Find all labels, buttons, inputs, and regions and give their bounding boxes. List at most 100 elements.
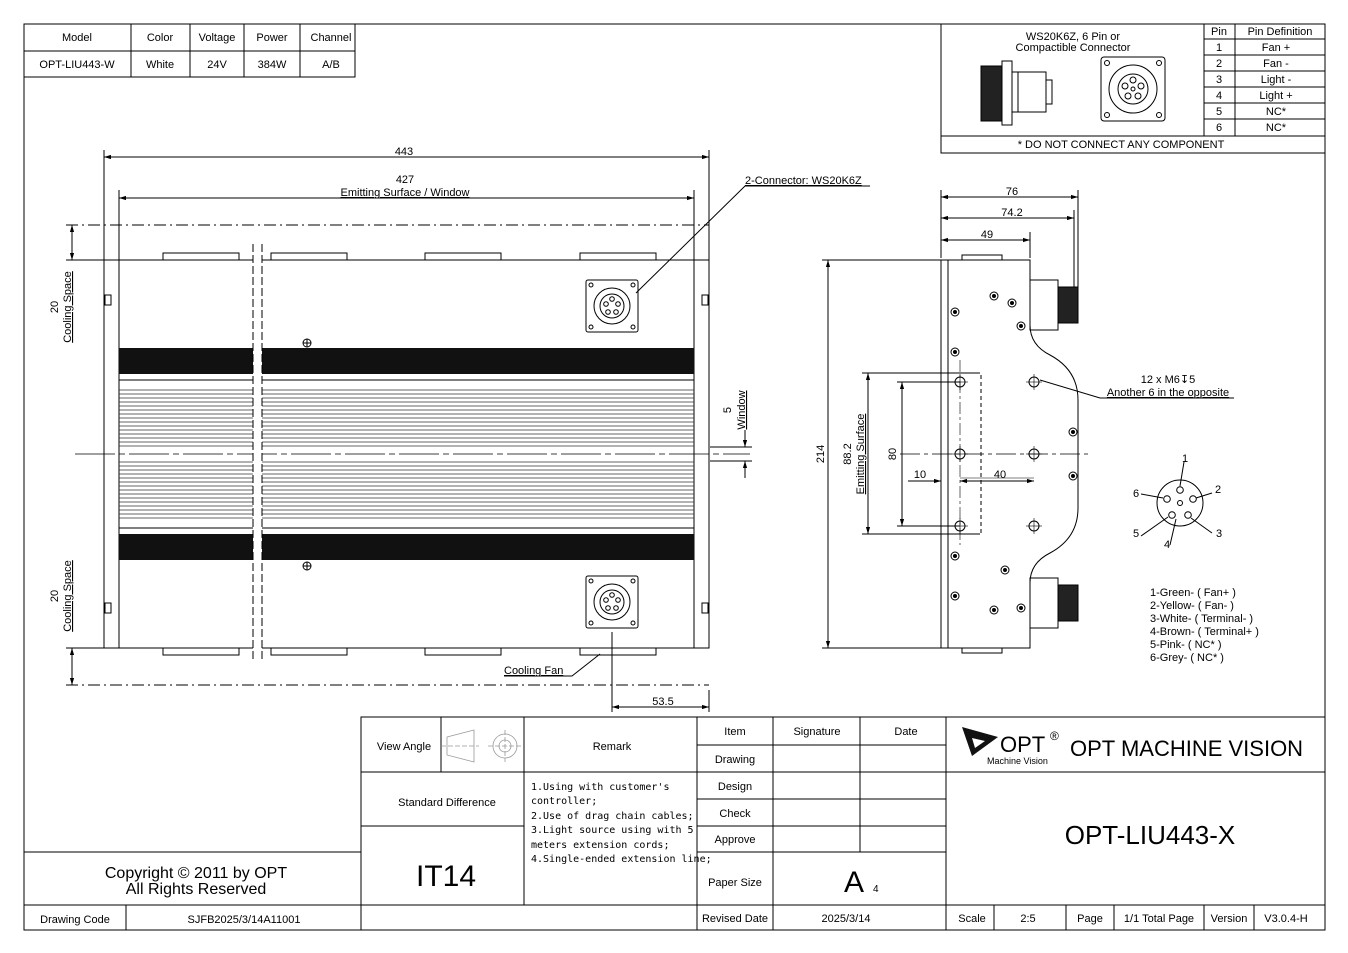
side-threaded-holes <box>952 374 1042 534</box>
paper-size-number: 4 <box>873 884 879 895</box>
spec-header-channel: Channel <box>311 32 352 44</box>
dim-10: 10 <box>914 469 926 481</box>
sheet-border <box>23 23 1326 931</box>
pin-4-def: Light + <box>1259 90 1292 102</box>
connector-box: WS20K6Z, 6 Pin or Compactible Connector … <box>940 23 1326 154</box>
wire-legend-5: 5-Pink- ( NC* ) <box>1150 639 1222 651</box>
page-label: Page <box>1077 913 1103 925</box>
side-view-labels: 76 74.2 49 214 88.2 Emitting Surface 80 … <box>815 186 1229 494</box>
pin-3-def: Light - <box>1261 74 1292 86</box>
copyright-line-2: All Rights Reserved <box>126 881 267 898</box>
spec-channel-value: A/B <box>322 59 340 71</box>
pin-label-5: 5 <box>1133 528 1139 540</box>
revised-date-value: 2025/3/14 <box>822 913 871 925</box>
pin-3-number: 3 <box>1216 74 1222 86</box>
pin-diagram <box>1140 461 1213 546</box>
spec-power-value: 384W <box>258 59 287 71</box>
pin-1-number: 1 <box>1216 42 1222 54</box>
pin-diagram-labels: 1 2 3 4 5 6 1-Green- ( Fan+ ) 2-Yellow- … <box>1133 453 1259 664</box>
remark-line-1: 1.Using with customer's <box>531 782 669 793</box>
connector-callout: 2-Connector: WS20K6Z <box>745 175 862 187</box>
spec-table: Model Color Voltage Power Channel OPT-LI… <box>23 23 356 78</box>
remark-line-5: meters extension cords; <box>531 840 669 851</box>
front-view <box>66 150 870 712</box>
pin-header-pin: Pin <box>1211 26 1227 38</box>
pin-2-def: Fan - <box>1263 58 1289 70</box>
pin-1-def: Fan + <box>1262 42 1290 54</box>
pin-label-6: 6 <box>1133 488 1139 500</box>
copyright-line-1: Copyright © 2011 by OPT <box>105 865 287 882</box>
front-fans-bottom <box>162 647 657 656</box>
company-name: OPT MACHINE VISION <box>1070 736 1303 761</box>
spec-color-value: White <box>146 59 174 71</box>
connector-title-1: WS20K6Z, 6 Pin or <box>1026 31 1120 43</box>
version-value: V3.0.4-H <box>1264 913 1307 925</box>
opt-logo <box>962 727 998 756</box>
signature-label: Signature <box>793 726 840 738</box>
page-value: 1/1 Total Page <box>1124 913 1194 925</box>
pin-label-4: 4 <box>1164 539 1170 551</box>
dim-53-5: 53.5 <box>652 696 673 708</box>
drawing-label: Drawing <box>715 754 755 766</box>
front-connector-bottom <box>585 575 639 629</box>
version-label: Version <box>1211 913 1248 925</box>
connector-front-drawing <box>1100 56 1166 122</box>
emitting-window-lines <box>119 389 694 519</box>
remark-line-4: 3.Light source using with 5 <box>531 825 694 836</box>
title-block-lines <box>24 716 1326 931</box>
drawing-code-label: Drawing Code <box>40 914 110 926</box>
spec-model-value: OPT-LIU443-W <box>39 59 115 71</box>
remark-line-6: 4.Single-ended extension line; <box>531 854 712 865</box>
screw-note-2: Another 6 in the opposite <box>1107 387 1229 399</box>
title-block-text: View Angle Remark Item Signature Date Dr… <box>40 726 1308 926</box>
drawing-code-value: SJFB2025/3/14A11001 <box>188 914 301 926</box>
pin-4-number: 4 <box>1216 90 1222 102</box>
connector-title-2: Compactible Connector <box>1016 42 1131 54</box>
pin-header-definition: Pin Definition <box>1248 26 1313 38</box>
front-connector-top <box>585 279 639 333</box>
scale-value: 2:5 <box>1020 913 1035 925</box>
cooling-top-value: 20 <box>49 301 61 313</box>
pin-2-number: 2 <box>1216 58 1222 70</box>
emitting-window-label: Emitting Surface / Window <box>341 187 470 199</box>
paper-size-letter: A <box>844 866 864 899</box>
spec-header-color: Color <box>147 32 174 44</box>
cooling-bottom-label: Cooling Space <box>62 560 74 632</box>
remark-line-2: controller; <box>531 796 597 807</box>
scale-label: Scale <box>958 913 986 925</box>
dim-214: 214 <box>815 445 827 463</box>
spec-header-voltage: Voltage <box>199 32 236 44</box>
remark-label: Remark <box>593 741 632 753</box>
dim-49: 49 <box>981 229 993 241</box>
pin-label-3: 3 <box>1216 528 1222 540</box>
revised-date-label: Revised Date <box>702 913 768 925</box>
spec-header-model: Model <box>62 32 92 44</box>
pin-6-def: NC* <box>1266 122 1287 134</box>
side-view <box>822 190 1234 654</box>
pin-6-number: 6 <box>1216 122 1222 134</box>
part-number: OPT-LIU443-X <box>1065 820 1236 850</box>
pin-5-def: NC* <box>1266 106 1287 118</box>
view-angle-label: View Angle <box>377 741 431 753</box>
wire-legend-3: 3-White- ( Terminal- ) <box>1150 613 1253 625</box>
projection-symbol <box>441 729 522 763</box>
dim-80: 80 <box>887 448 899 460</box>
wire-legend-6: 6-Grey- ( NC* ) <box>1150 652 1224 664</box>
logo-subtitle: Machine Vision <box>987 756 1048 766</box>
wire-legend-4: 4-Brown- ( Terminal+ ) <box>1150 626 1259 638</box>
remark-line-3: 2.Use of drag chain cables; <box>531 811 694 822</box>
design-label: Design <box>718 781 752 793</box>
window-value: 5 <box>722 407 734 413</box>
emitting-surface-label: Emitting Surface <box>855 414 867 495</box>
wire-legend-2: 2-Yellow- ( Fan- ) <box>1150 600 1234 612</box>
side-body <box>940 259 1079 649</box>
date-label: Date <box>894 726 917 738</box>
dim-74-2: 74.2 <box>1001 207 1022 219</box>
pin-label-2: 2 <box>1215 484 1221 496</box>
side-small-holes <box>950 291 1078 615</box>
dim-443: 443 <box>395 146 413 158</box>
logo-registered: ® <box>1050 729 1059 743</box>
connector-note: * DO NOT CONNECT ANY COMPONENT <box>1018 139 1225 151</box>
dim-40: 40 <box>994 469 1006 481</box>
